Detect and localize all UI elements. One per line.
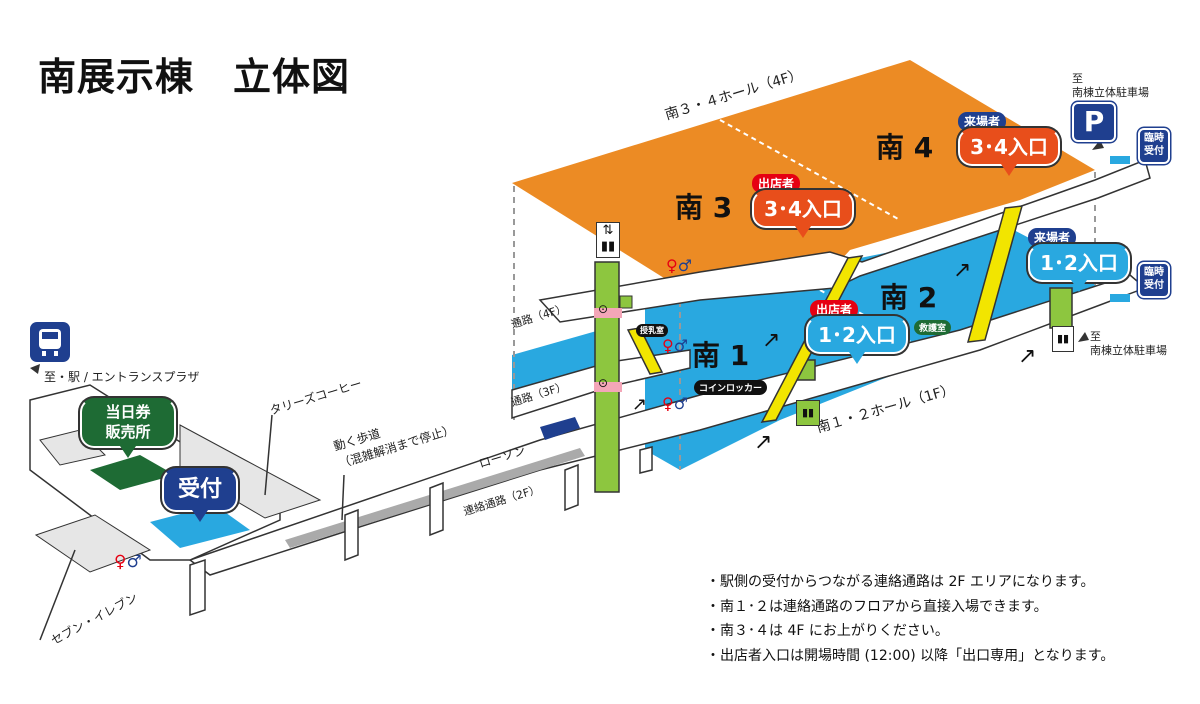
hall-12-west-floor: [512, 330, 600, 395]
temp-reception-mid: 臨時 受付: [1138, 262, 1170, 298]
label-parking-top: 南棟立体駐車場: [1072, 86, 1149, 99]
restaurant-markers: [594, 308, 622, 392]
elevator-icon: ▮▮: [796, 400, 820, 426]
escalator-icon: ↗: [762, 328, 781, 353]
restroom-icon: ♀♂: [662, 336, 689, 355]
hall-34-floor: [512, 60, 1095, 288]
temp-reception-pad-top: [1110, 156, 1130, 164]
hall-s3: 南 3: [675, 191, 733, 224]
label-parking-mid-to: 至: [1090, 330, 1101, 343]
nursing-room-tag: 授乳室: [636, 324, 668, 337]
coin-locker-icon: コインロッカー: [694, 380, 768, 395]
bubble-exhibitor-12: 1･2入口: [806, 316, 908, 364]
restroom-icon: ♀♂: [662, 394, 689, 413]
elevator-icon: ▮▮: [1052, 326, 1074, 352]
pillars: [189, 446, 653, 617]
bubble-visitor-12: 1･2入口: [1028, 244, 1130, 292]
escalator-icon: ↗: [953, 258, 972, 283]
first-aid-tag: 救護室: [914, 320, 952, 335]
restroom-icon: ♀♂: [666, 256, 693, 275]
restaurant-icon: ⊙: [598, 376, 609, 390]
lawson-store: [540, 417, 580, 440]
train-icon: [30, 322, 70, 362]
label-station: 至・駅 / エントランスプラザ: [44, 370, 200, 384]
hall-divider-34: [719, 119, 901, 221]
bubble-visitor-34: 3･4入口: [958, 128, 1060, 176]
hall-s2: 南 2: [880, 281, 938, 314]
structure-guides: [513, 172, 1096, 470]
escalator-icon: ↗: [632, 394, 648, 415]
parking-arrow-top: [1092, 140, 1104, 150]
walkway-4f: [538, 158, 1151, 323]
notes-list: ・駅側の受付からつながる連絡通路は 2F エリアになります。 ・南１･２は連絡通…: [706, 570, 1114, 668]
tag-exhibitor-34: 出店者: [752, 174, 801, 193]
bubble-exhibitor-34: 3･4入口: [752, 190, 854, 238]
elevator-icon: ⇅▮▮: [596, 222, 620, 258]
ticket-booth-area: [90, 455, 175, 490]
restroom-icon: ♀♂: [114, 552, 142, 572]
temp-reception-pad-mid: [1110, 294, 1130, 302]
tag-visitor-34: 来場者: [958, 112, 1007, 131]
label-parking-mid: 南棟立体駐車場: [1090, 344, 1167, 357]
label-parking-top-to: 至: [1072, 72, 1083, 85]
note-item: ・出店者入口は開場時間 (12:00) 以降「出口専用」となります。: [706, 647, 1115, 664]
station-arrow: [30, 364, 40, 374]
hall-s4: 南 4: [876, 131, 934, 164]
hall-s1: 南 1: [692, 339, 750, 372]
note-item: ・駅側の受付からつながる連絡通路は 2F エリアになります。: [706, 574, 1095, 590]
escalator-icon: ↗: [754, 430, 773, 455]
parking-arrow-mid: [1078, 332, 1089, 342]
tag-exhibitor-12: 出店者: [810, 300, 859, 319]
temp-reception-top: 臨時 受付: [1138, 128, 1170, 164]
note-item: ・南３･４は 4F にお上がりください。: [706, 623, 949, 639]
restaurant-icon: ⊙: [598, 302, 609, 316]
reception-area: [150, 505, 250, 548]
bubble-reception: 受付: [162, 468, 238, 522]
green-columns: [594, 261, 1073, 493]
page-title: 南展示棟 立体図: [38, 55, 351, 99]
tag-visitor-12: 来場者: [1028, 228, 1077, 247]
parking-icon: P: [1072, 102, 1116, 142]
bubble-same-day-ticket: 当日券 販売所: [80, 398, 176, 458]
escalator-icon: ↗: [1018, 344, 1037, 369]
note-item: ・南１･２は連絡通路のフロアから直接入場できます。: [706, 598, 1048, 615]
